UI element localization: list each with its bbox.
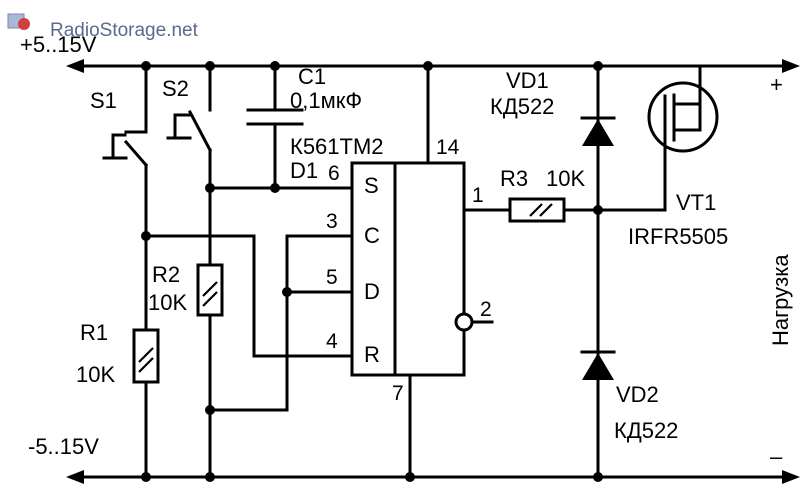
c1-name-label: C1	[298, 64, 326, 89]
top-rail-arrow-right-icon	[782, 59, 800, 73]
resistor-r3	[508, 197, 566, 223]
pin3-number: 3	[326, 210, 338, 233]
pin1-number: 1	[472, 184, 484, 207]
r1-value-label: 10K	[76, 362, 115, 387]
ic-type-label: К561ТМ2	[290, 134, 384, 159]
capacitor-c1	[246, 64, 304, 190]
vd2-type-label: КД522	[614, 418, 678, 443]
ic-d1	[350, 161, 494, 377]
top-rail-label: +5..15V	[20, 32, 97, 57]
r2-value-label: 10K	[148, 290, 187, 315]
minus-label: –	[770, 444, 783, 469]
diode-vd2	[580, 350, 616, 380]
top-rail-arrow-left-icon	[66, 59, 84, 73]
bottom-rail-arrow-left-icon	[66, 470, 84, 484]
ic-pin-r-label: R	[364, 342, 380, 367]
vt1-type-label: IRFR5505	[628, 224, 728, 249]
r1-name-label: R1	[80, 320, 108, 345]
watermark-text: RadioStorage.net	[50, 20, 199, 41]
plus-label: +	[770, 72, 783, 97]
ic-pin-s-label: S	[364, 173, 379, 198]
pin7-number: 7	[392, 382, 404, 405]
vd2-name-label: VD2	[616, 382, 659, 407]
resistor-r2	[196, 263, 224, 317]
junction-dots	[141, 61, 603, 482]
resistor-r1	[132, 328, 160, 384]
pin2-number: 2	[480, 298, 492, 321]
pin6-number: 6	[328, 162, 340, 185]
r3-value-label: 10K	[546, 166, 585, 191]
diode-vd1	[580, 116, 616, 146]
ic-ref-label: D1	[290, 158, 318, 183]
r3-name-label: R3	[500, 166, 528, 191]
bottom-rail-arrow-right-icon	[782, 470, 800, 484]
load-label: Нагрузка	[768, 254, 793, 346]
c1-value-label: 0,1мкФ	[290, 88, 362, 113]
pin4-number: 4	[326, 330, 338, 353]
bottom-rail-label: -5..15V	[28, 434, 99, 459]
pin5-number: 5	[326, 266, 338, 289]
ic-pin-d-label: D	[364, 279, 380, 304]
pin14-number: 14	[436, 136, 460, 159]
transistor-vt1	[647, 64, 719, 212]
switch-s1	[102, 64, 149, 479]
s2-label: S2	[162, 76, 189, 101]
ic-pin-c-label: C	[364, 223, 380, 248]
r2-name-label: R2	[152, 262, 180, 287]
watermark-logo-icon	[7, 13, 30, 30]
vd1-type-label: КД522	[490, 94, 554, 119]
s1-label: S1	[90, 88, 117, 113]
vd1-name-label: VD1	[506, 68, 549, 93]
vt1-name-label: VT1	[676, 190, 716, 215]
